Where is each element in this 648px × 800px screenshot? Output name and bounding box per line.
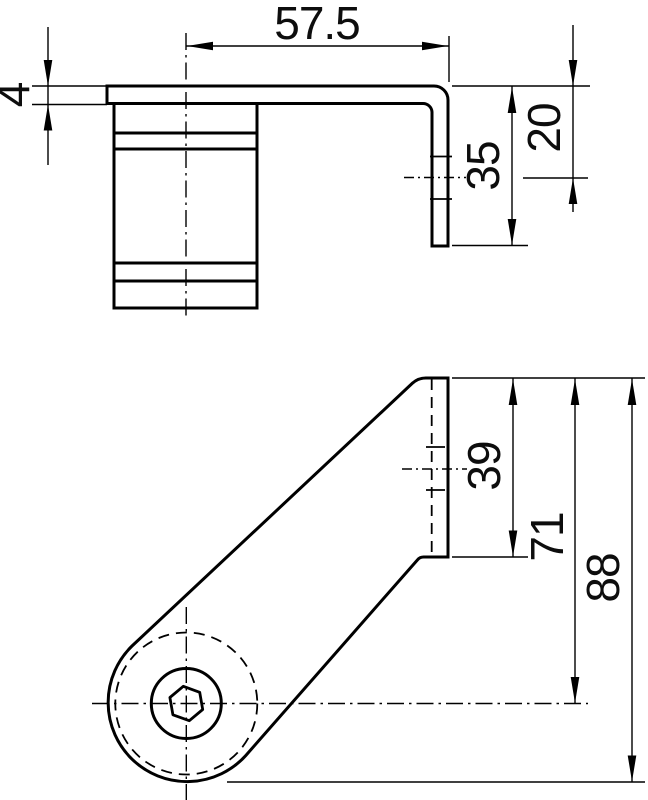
dimension-shoulder-height: 39: [452, 378, 528, 558]
front-view: 39 71 88: [92, 376, 645, 800]
arrowhead-left: [187, 41, 213, 51]
arrowhead-up: [570, 379, 580, 405]
arrowhead-up: [627, 379, 637, 405]
arrowhead-down: [43, 60, 53, 86]
dimension-text: 88: [577, 553, 629, 602]
dimension-text: 20: [518, 103, 570, 152]
dimension-overall-width: 57.5: [186, 0, 450, 82]
arrowhead-up: [507, 87, 517, 113]
arrowhead-down: [507, 219, 517, 245]
dimension-text: 57.5: [274, 0, 360, 49]
arrowhead-up: [43, 104, 53, 131]
arrowhead-down: [570, 677, 580, 703]
dimension-hole-offset: 20: [518, 25, 588, 212]
arrowhead-down: [627, 755, 637, 782]
side-view: 4 57.5 35 20: [0, 0, 590, 320]
arrowhead-up: [508, 379, 518, 405]
arrowhead-up: [568, 178, 578, 204]
arrowhead-down: [568, 60, 578, 86]
dimension-plate-thickness: 4: [0, 27, 107, 165]
dimension-text: 35: [457, 141, 509, 190]
arrowhead-down: [508, 530, 518, 557]
arrowhead-right: [422, 41, 448, 51]
arm-outline: [106, 376, 450, 784]
hex-socket: [168, 684, 205, 723]
bracket-profile-outline: [105, 84, 450, 248]
dimension-leg-height: 35: [452, 85, 590, 247]
dimension-text: 4: [0, 82, 39, 107]
dimension-overall-height: 88: [577, 378, 637, 782]
dimension-hole-center-height: 71: [521, 378, 580, 704]
dimension-text: 39: [458, 441, 510, 490]
dimension-text: 71: [521, 512, 573, 561]
